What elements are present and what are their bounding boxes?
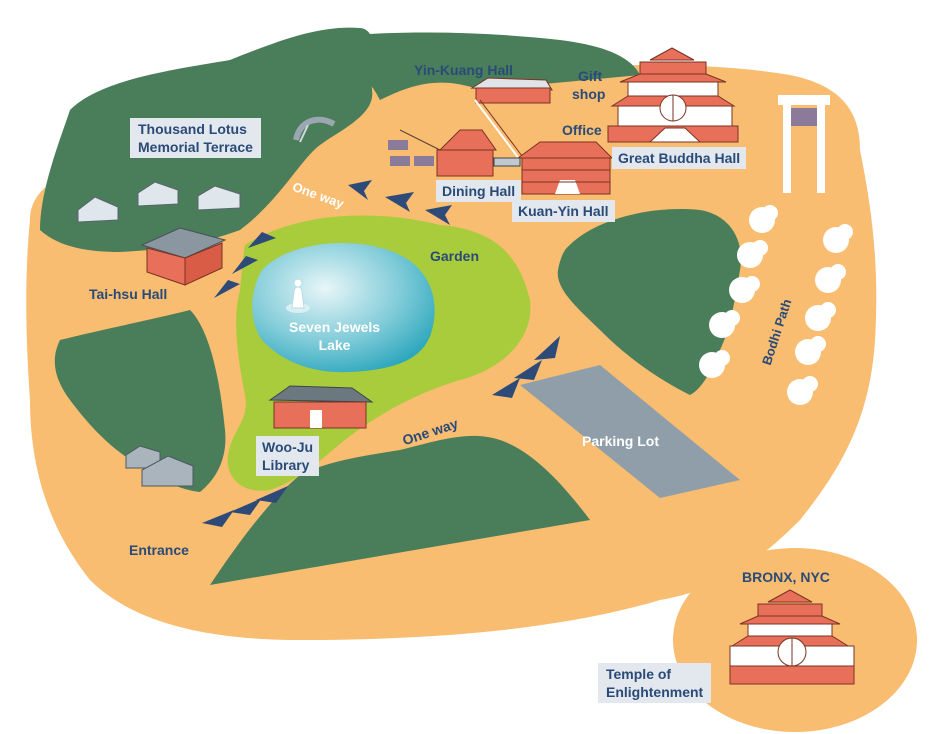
label-kuan-yin-hall: Kuan-Yin Hall <box>512 200 615 222</box>
arrow-icon <box>492 378 520 398</box>
dining-hall-building <box>436 129 521 177</box>
label-line: Thousand Lotus <box>138 121 247 137</box>
forest-north-lobe <box>300 32 640 100</box>
label-line: Woo-Ju <box>262 439 314 455</box>
woo-ju-library-building <box>268 385 374 429</box>
label-temple-of-enlightenment: Temple of Enlightenment <box>598 663 712 703</box>
arrow-icon <box>534 336 560 360</box>
entrance-houses <box>125 445 194 487</box>
bodhi-path-stones <box>699 205 853 405</box>
parking-lot <box>520 365 740 498</box>
label-line: Memorial Terrace <box>138 139 253 155</box>
label-parking-lot: Parking Lot <box>582 433 660 449</box>
label-line: Lake <box>318 337 351 353</box>
label-gift-shop: Gift shop <box>572 67 605 103</box>
label-entrance: Entrance <box>129 542 189 558</box>
one-way-arrows <box>202 180 560 527</box>
arrow-icon <box>425 205 452 225</box>
arrow-icon <box>232 256 258 274</box>
forest-west <box>54 310 226 492</box>
label-yin-kuang-hall: Yin-Kuang Hall <box>414 62 514 78</box>
small-structures <box>388 140 434 166</box>
label-seven-jewels-lake: Seven Jewels Lake <box>289 318 380 354</box>
arrow-icon <box>348 180 372 200</box>
great-buddha-hall-building <box>607 47 739 143</box>
label-line: Seven Jewels <box>289 319 381 335</box>
label-office: Office <box>562 122 602 138</box>
tai-hsu-hall-building <box>140 227 227 286</box>
label-thousand-lotus: Thousand Lotus Memorial Terrace <box>130 118 261 158</box>
kuan-yin-hall-building <box>516 141 614 195</box>
label-bronx-nyc: BRONX, NYC <box>742 569 830 585</box>
arrow-icon <box>514 360 542 380</box>
arrow-icon <box>248 232 276 248</box>
gate-icon <box>778 95 830 193</box>
label-line: Gift <box>578 68 603 84</box>
arrow-icon <box>385 192 414 212</box>
arrow-icon <box>256 486 288 503</box>
statue-icon <box>286 278 310 313</box>
label-line: Library <box>262 457 310 473</box>
label-line: Enlightenment <box>606 684 704 700</box>
label-garden: Garden <box>430 248 480 264</box>
arrow-icon <box>202 510 234 527</box>
label-line: Temple of <box>606 666 672 682</box>
label-woo-ju-library: Woo-Ju Library <box>256 436 320 476</box>
forest-east <box>557 209 741 395</box>
arrow-icon <box>230 498 262 515</box>
seven-jewels-lake <box>252 243 435 373</box>
bronx-temple-building <box>729 589 855 685</box>
label-great-buddha-hall: Great Buddha Hall <box>612 147 747 169</box>
arrow-icon <box>214 280 240 298</box>
lotus-sculpture-icon <box>293 116 336 141</box>
label-line: shop <box>572 86 606 102</box>
cottage-icons <box>77 181 241 223</box>
label-tai-hsu-hall: Tai-hsu Hall <box>89 286 168 302</box>
yin-kuang-hall-building <box>470 77 553 104</box>
label-dining-hall: Dining Hall <box>436 180 522 202</box>
